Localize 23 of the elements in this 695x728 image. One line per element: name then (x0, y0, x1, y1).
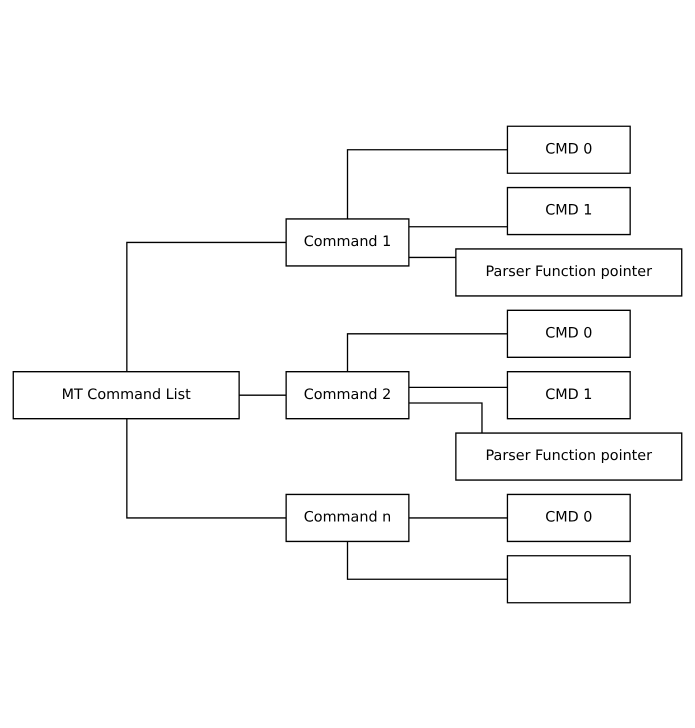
connector (409, 226, 508, 227)
node-box: CMD 0 (506, 125, 631, 174)
node-box: Parser Function pointer (455, 432, 682, 480)
node-box: CMD 0 (506, 493, 631, 542)
connector (409, 402, 483, 432)
node-box: Command 2 (285, 370, 410, 419)
node-box: Command n (285, 493, 410, 542)
connector (409, 516, 508, 518)
connector (409, 256, 456, 258)
node-box: Parser Function pointer (455, 248, 682, 296)
connector (239, 394, 286, 396)
node-box: MT Command List (12, 370, 240, 419)
connector (409, 386, 508, 388)
connector (346, 332, 508, 372)
connector (126, 241, 286, 372)
node-box: CMD 1 (506, 186, 631, 235)
node-box: CMD 1 (506, 370, 631, 419)
node-box (506, 554, 631, 603)
node-box: CMD 0 (506, 309, 631, 358)
connector (126, 418, 286, 518)
connector (346, 540, 508, 580)
node-box: Command 1 (285, 218, 410, 266)
connector (346, 148, 508, 218)
